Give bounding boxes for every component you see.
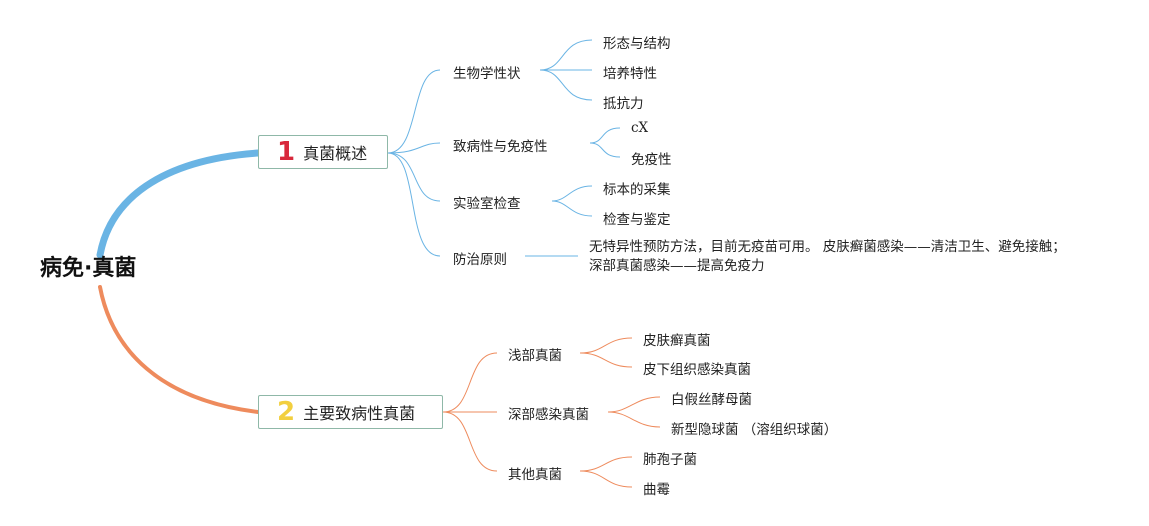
leaf-culture[interactable]: 培养特性 bbox=[603, 66, 657, 82]
subtopic-biology[interactable]: 生物学性状 bbox=[453, 66, 521, 82]
branch-2-label: 主要致病性真菌 bbox=[303, 404, 416, 423]
prevention-note-line-2: 深部真菌感染——提高免疫力 bbox=[589, 258, 765, 274]
branch-2-topic[interactable]: 2 主要致病性真菌 bbox=[258, 395, 443, 429]
root-branch1-curve bbox=[96, 149, 262, 259]
branch2-connectors bbox=[442, 337, 661, 488]
subtopic-lab-exam[interactable]: 实验室检查 bbox=[453, 196, 521, 212]
leaf-pneumocystis[interactable]: 肺孢子菌 bbox=[643, 452, 697, 468]
prevention-note[interactable]: 无特异性预防方法，目前无疫苗可用。 皮肤癣菌感染——清洁卫生、避免接触； 深部真… bbox=[589, 238, 1066, 276]
leaf-immunity[interactable]: 免疫性 bbox=[631, 152, 672, 168]
leaf-identification[interactable]: 检查与鉴定 bbox=[603, 212, 671, 228]
prevention-note-line-1: 无特异性预防方法，目前无疫苗可用。 皮肤癣菌感染——清洁卫生、避免接触； bbox=[589, 239, 1066, 255]
number-2-icon: 2 bbox=[277, 397, 296, 427]
branch1-connectors bbox=[387, 39, 621, 257]
root-branch2-curve bbox=[98, 285, 260, 414]
leaf-dermatophytes[interactable]: 皮肤癣真菌 bbox=[643, 333, 711, 349]
branch-1-label: 真菌概述 bbox=[303, 144, 368, 163]
leaf-specimen[interactable]: 标本的采集 bbox=[603, 182, 671, 198]
subtopic-other-fungi[interactable]: 其他真菌 bbox=[508, 467, 562, 483]
subtopic-deep-fungi[interactable]: 深部感染真菌 bbox=[508, 407, 589, 423]
leaf-subcutaneous-fungi[interactable]: 皮下组织感染真菌 bbox=[643, 362, 751, 378]
subtopic-pathogenicity[interactable]: 致病性与免疫性 bbox=[453, 139, 548, 155]
branch-1-topic[interactable]: 1 真菌概述 bbox=[258, 135, 388, 169]
root-topic[interactable]: 病免·真菌 bbox=[40, 256, 137, 281]
leaf-resistance[interactable]: 抵抗力 bbox=[603, 96, 644, 112]
number-1-icon: 1 bbox=[277, 137, 296, 167]
leaf-morphology[interactable]: 形态与结构 bbox=[603, 36, 671, 52]
subtopic-superficial-fungi[interactable]: 浅部真菌 bbox=[508, 348, 562, 364]
leaf-candida[interactable]: 白假丝酵母菌 bbox=[671, 392, 752, 408]
leaf-cryptococcus[interactable]: 新型隐球菌 （溶组织球菌） bbox=[671, 422, 838, 438]
leaf-cx[interactable]: cX bbox=[631, 120, 649, 136]
subtopic-prevention[interactable]: 防治原则 bbox=[453, 252, 507, 268]
leaf-aspergillus[interactable]: 曲霉 bbox=[643, 482, 670, 498]
